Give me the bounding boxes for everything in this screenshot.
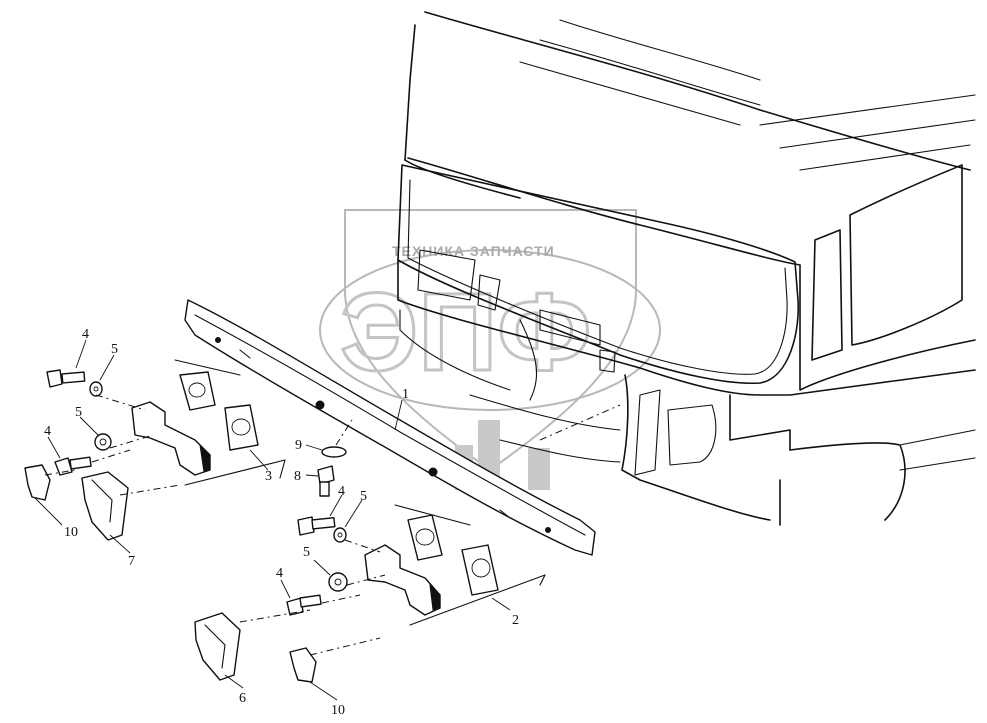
truck-cab: [397, 11, 976, 526]
right-bracket-assembly: [194, 404, 621, 683]
callout-6: 6: [239, 691, 246, 706]
callout-9: 9: [295, 438, 302, 453]
callout-5-mid-right: 5: [360, 489, 367, 504]
callout-4-top-left: 4: [82, 327, 89, 342]
callout-8: 8: [294, 469, 301, 484]
leader-lines: [34, 339, 511, 701]
callout-4-bottom: 4: [276, 566, 283, 581]
callout-labels: 1 2 3 4 4 4 4 5 5 5 5 6 7 8 9 10 10: [44, 327, 519, 718]
callout-4-mid-left: 4: [44, 424, 51, 439]
callout-4-mid-right: 4: [338, 484, 345, 499]
callout-5-mid-left: 5: [75, 405, 82, 420]
callout-10-left: 10: [64, 525, 78, 540]
watermark-letters: ЭПФ: [340, 271, 591, 394]
callout-3: 3: [265, 469, 272, 484]
left-bracket-assembly: [24, 359, 286, 541]
callout-1: 1: [402, 387, 409, 402]
callout-7: 7: [128, 554, 135, 569]
watermark-text: ТЕХНИКА ЗАПЧАСТИ: [392, 243, 555, 259]
callout-10-bottom: 10: [331, 703, 345, 718]
callout-5-bottom: 5: [303, 545, 310, 560]
callout-5-top-left: 5: [111, 342, 118, 357]
beam-part-1: [184, 299, 596, 556]
callout-2: 2: [512, 613, 519, 628]
